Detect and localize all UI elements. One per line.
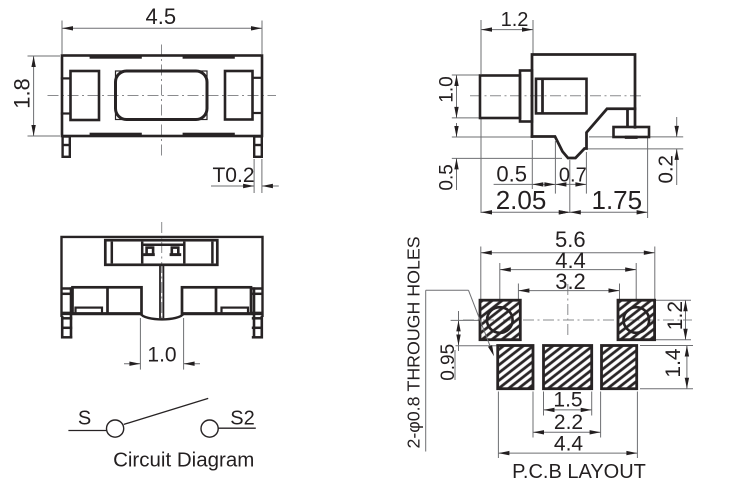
svg-text:1.8: 1.8 <box>10 78 35 109</box>
svg-text:0.95: 0.95 <box>438 344 459 381</box>
svg-text:S: S <box>78 408 91 430</box>
svg-text:0.5: 0.5 <box>437 164 458 190</box>
svg-text:P.C.B LAYOUT: P.C.B LAYOUT <box>512 461 646 483</box>
svg-text:4.4: 4.4 <box>555 248 586 273</box>
svg-text:1.4: 1.4 <box>662 348 685 378</box>
svg-text:T0.2: T0.2 <box>212 164 254 187</box>
svg-text:1.2: 1.2 <box>501 9 529 31</box>
svg-text:1.0: 1.0 <box>147 344 176 367</box>
svg-text:1.5: 1.5 <box>553 389 582 412</box>
svg-text:Circuit Diagram: Circuit Diagram <box>113 449 254 472</box>
svg-text:5.6: 5.6 <box>555 227 586 252</box>
svg-text:2-φ0.8 THROUGH HOLES: 2-φ0.8 THROUGH HOLES <box>404 236 424 448</box>
svg-text:1.75: 1.75 <box>591 185 642 215</box>
svg-text:3.2: 3.2 <box>555 269 586 294</box>
svg-text:1.2: 1.2 <box>664 301 687 330</box>
svg-text:2.05: 2.05 <box>496 185 547 215</box>
svg-text:4.5: 4.5 <box>146 4 177 29</box>
svg-text:0.2: 0.2 <box>655 155 678 184</box>
svg-text:0.7: 0.7 <box>559 165 587 187</box>
svg-text:0.5: 0.5 <box>496 162 527 187</box>
svg-text:4.4: 4.4 <box>554 432 584 455</box>
svg-text:1.0: 1.0 <box>437 76 458 102</box>
svg-text:2.2: 2.2 <box>554 411 583 434</box>
svg-text:S2: S2 <box>230 408 254 430</box>
